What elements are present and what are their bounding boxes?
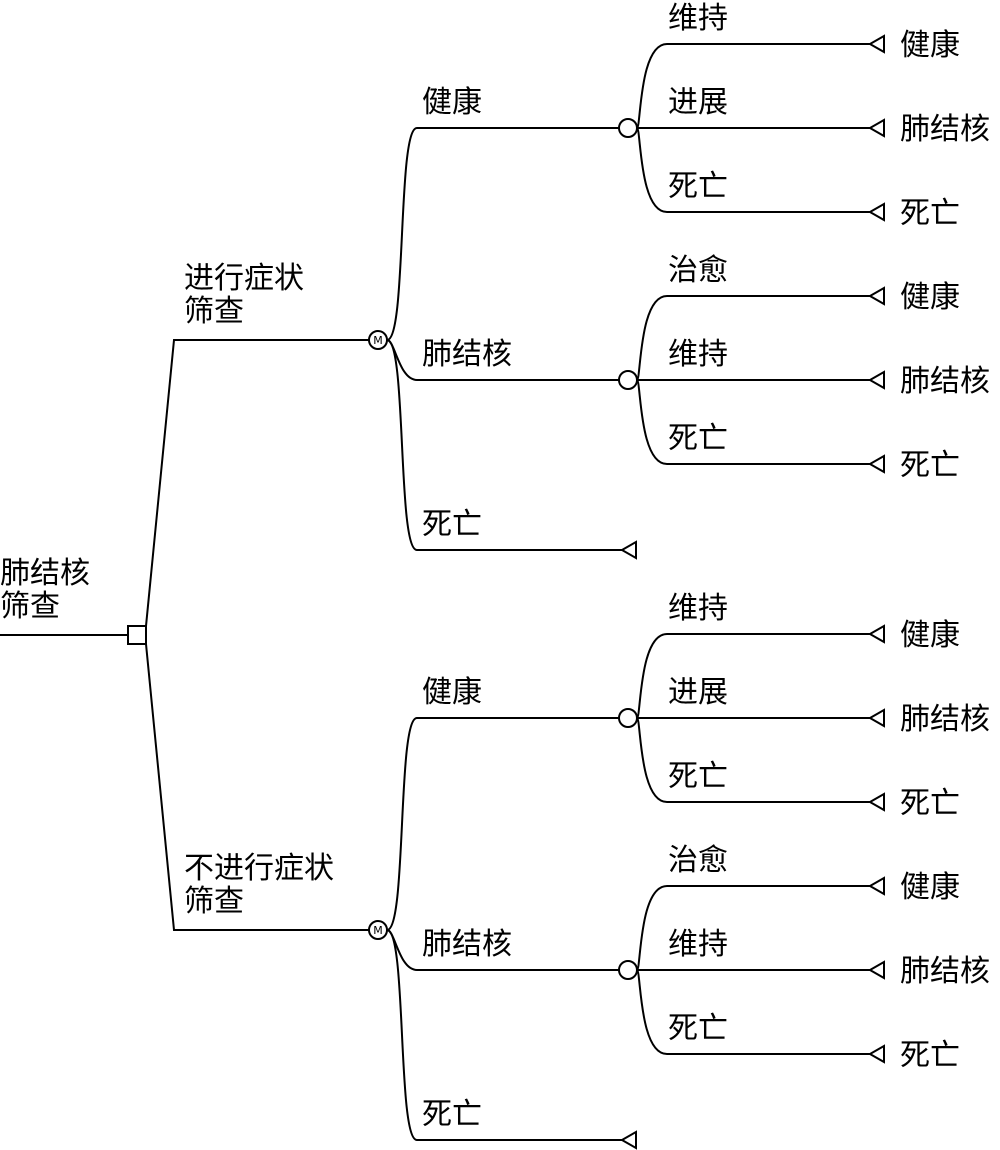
- transition-label: 维持: [668, 927, 728, 962]
- transition-branch: [636, 969, 870, 1055]
- outcome-label: 死亡: [900, 448, 960, 483]
- transition-branch: [636, 717, 870, 803]
- terminal-node-icon: [867, 876, 885, 896]
- outcome-label: 健康: [900, 618, 960, 653]
- state-fan-lower-2: [386, 929, 418, 1141]
- terminal-node-icon: [867, 370, 885, 390]
- terminal-node-icon: [867, 286, 885, 306]
- terminal-node-icon: [867, 202, 885, 222]
- transition-label: 治愈: [668, 843, 728, 878]
- state-fan-middle-1: [386, 339, 418, 381]
- state-label: 肺结核: [422, 337, 512, 372]
- terminal-node-icon: [867, 34, 885, 54]
- state-label: 死亡: [422, 1097, 482, 1132]
- transition-label: 死亡: [668, 759, 728, 794]
- chance-node: [618, 118, 638, 138]
- transition-branch: [636, 43, 870, 129]
- terminal-node-icon: [867, 454, 885, 474]
- transition-label: 进展: [668, 675, 728, 710]
- transition-label: 死亡: [668, 1011, 728, 1046]
- terminal-node-icon: [867, 708, 885, 728]
- outcome-label: 健康: [900, 280, 960, 315]
- strategy-1-label-line-1: 进行症状: [184, 261, 304, 296]
- outcome-label: 健康: [900, 28, 960, 63]
- terminal-node-icon: [867, 118, 885, 138]
- root-label-line-1: 肺结核: [0, 556, 90, 591]
- tree-nodes: MM: [127, 34, 885, 1150]
- decision-node: [127, 625, 147, 645]
- state-label: 肺结核: [422, 927, 512, 962]
- transition-label: 死亡: [668, 169, 728, 204]
- outcome-label: 死亡: [900, 196, 960, 231]
- transition-branch: [636, 295, 870, 381]
- transition-branch: [636, 127, 870, 213]
- markov-node: [368, 330, 388, 350]
- transition-label: 维持: [668, 337, 728, 372]
- transition-label: 维持: [668, 591, 728, 626]
- terminal-node-icon: [867, 1044, 885, 1064]
- transition-label: 死亡: [668, 421, 728, 456]
- terminal-node-icon: [867, 624, 885, 644]
- outcome-label: 健康: [900, 870, 960, 905]
- transition-label: 进展: [668, 85, 728, 120]
- terminal-node-icon: [619, 1130, 637, 1150]
- state-fan-lower-1: [386, 339, 418, 551]
- strategy-1-label-line-2: 筛查: [184, 294, 244, 329]
- chance-node: [618, 370, 638, 390]
- root-label-line-2: 筛查: [0, 589, 60, 624]
- state-label: 健康: [422, 85, 482, 120]
- strategy-branch-2: [145, 643, 369, 931]
- markov-node: [368, 920, 388, 940]
- transition-label: 维持: [668, 1, 728, 36]
- tree-edges: [0, 43, 870, 1141]
- state-fan-upper-2: [386, 717, 418, 931]
- transition-label: 治愈: [668, 253, 728, 288]
- transition-branch: [636, 633, 870, 719]
- chance-node: [618, 960, 638, 980]
- outcome-label: 肺结核: [900, 112, 990, 147]
- terminal-node-icon: [619, 540, 637, 560]
- state-fan-middle-2: [386, 929, 418, 971]
- transition-branch: [636, 379, 870, 465]
- outcome-label: 死亡: [900, 786, 960, 821]
- transition-branch: [636, 885, 870, 971]
- outcome-label: 死亡: [900, 1038, 960, 1073]
- state-label: 健康: [422, 675, 482, 710]
- outcome-label: 肺结核: [900, 364, 990, 399]
- terminal-node-icon: [867, 792, 885, 812]
- state-fan-upper-1: [386, 127, 418, 341]
- terminal-node-icon: [867, 960, 885, 980]
- strategy-branch-1: [145, 339, 369, 627]
- tree-labels: 肺结核筛查进行症状筛查健康维持健康进展肺结核死亡死亡肺结核治愈健康维持肺结核死亡…: [0, 1, 990, 1132]
- strategy-2-label-line-1: 不进行症状: [184, 851, 334, 886]
- outcome-label: 肺结核: [900, 954, 990, 989]
- strategy-2-label-line-2: 筛查: [184, 884, 244, 919]
- chance-node: [618, 708, 638, 728]
- state-label: 死亡: [422, 507, 482, 542]
- markov-node-mark: M: [373, 924, 383, 937]
- outcome-label: 肺结核: [900, 702, 990, 737]
- markov-node-mark: M: [373, 334, 383, 347]
